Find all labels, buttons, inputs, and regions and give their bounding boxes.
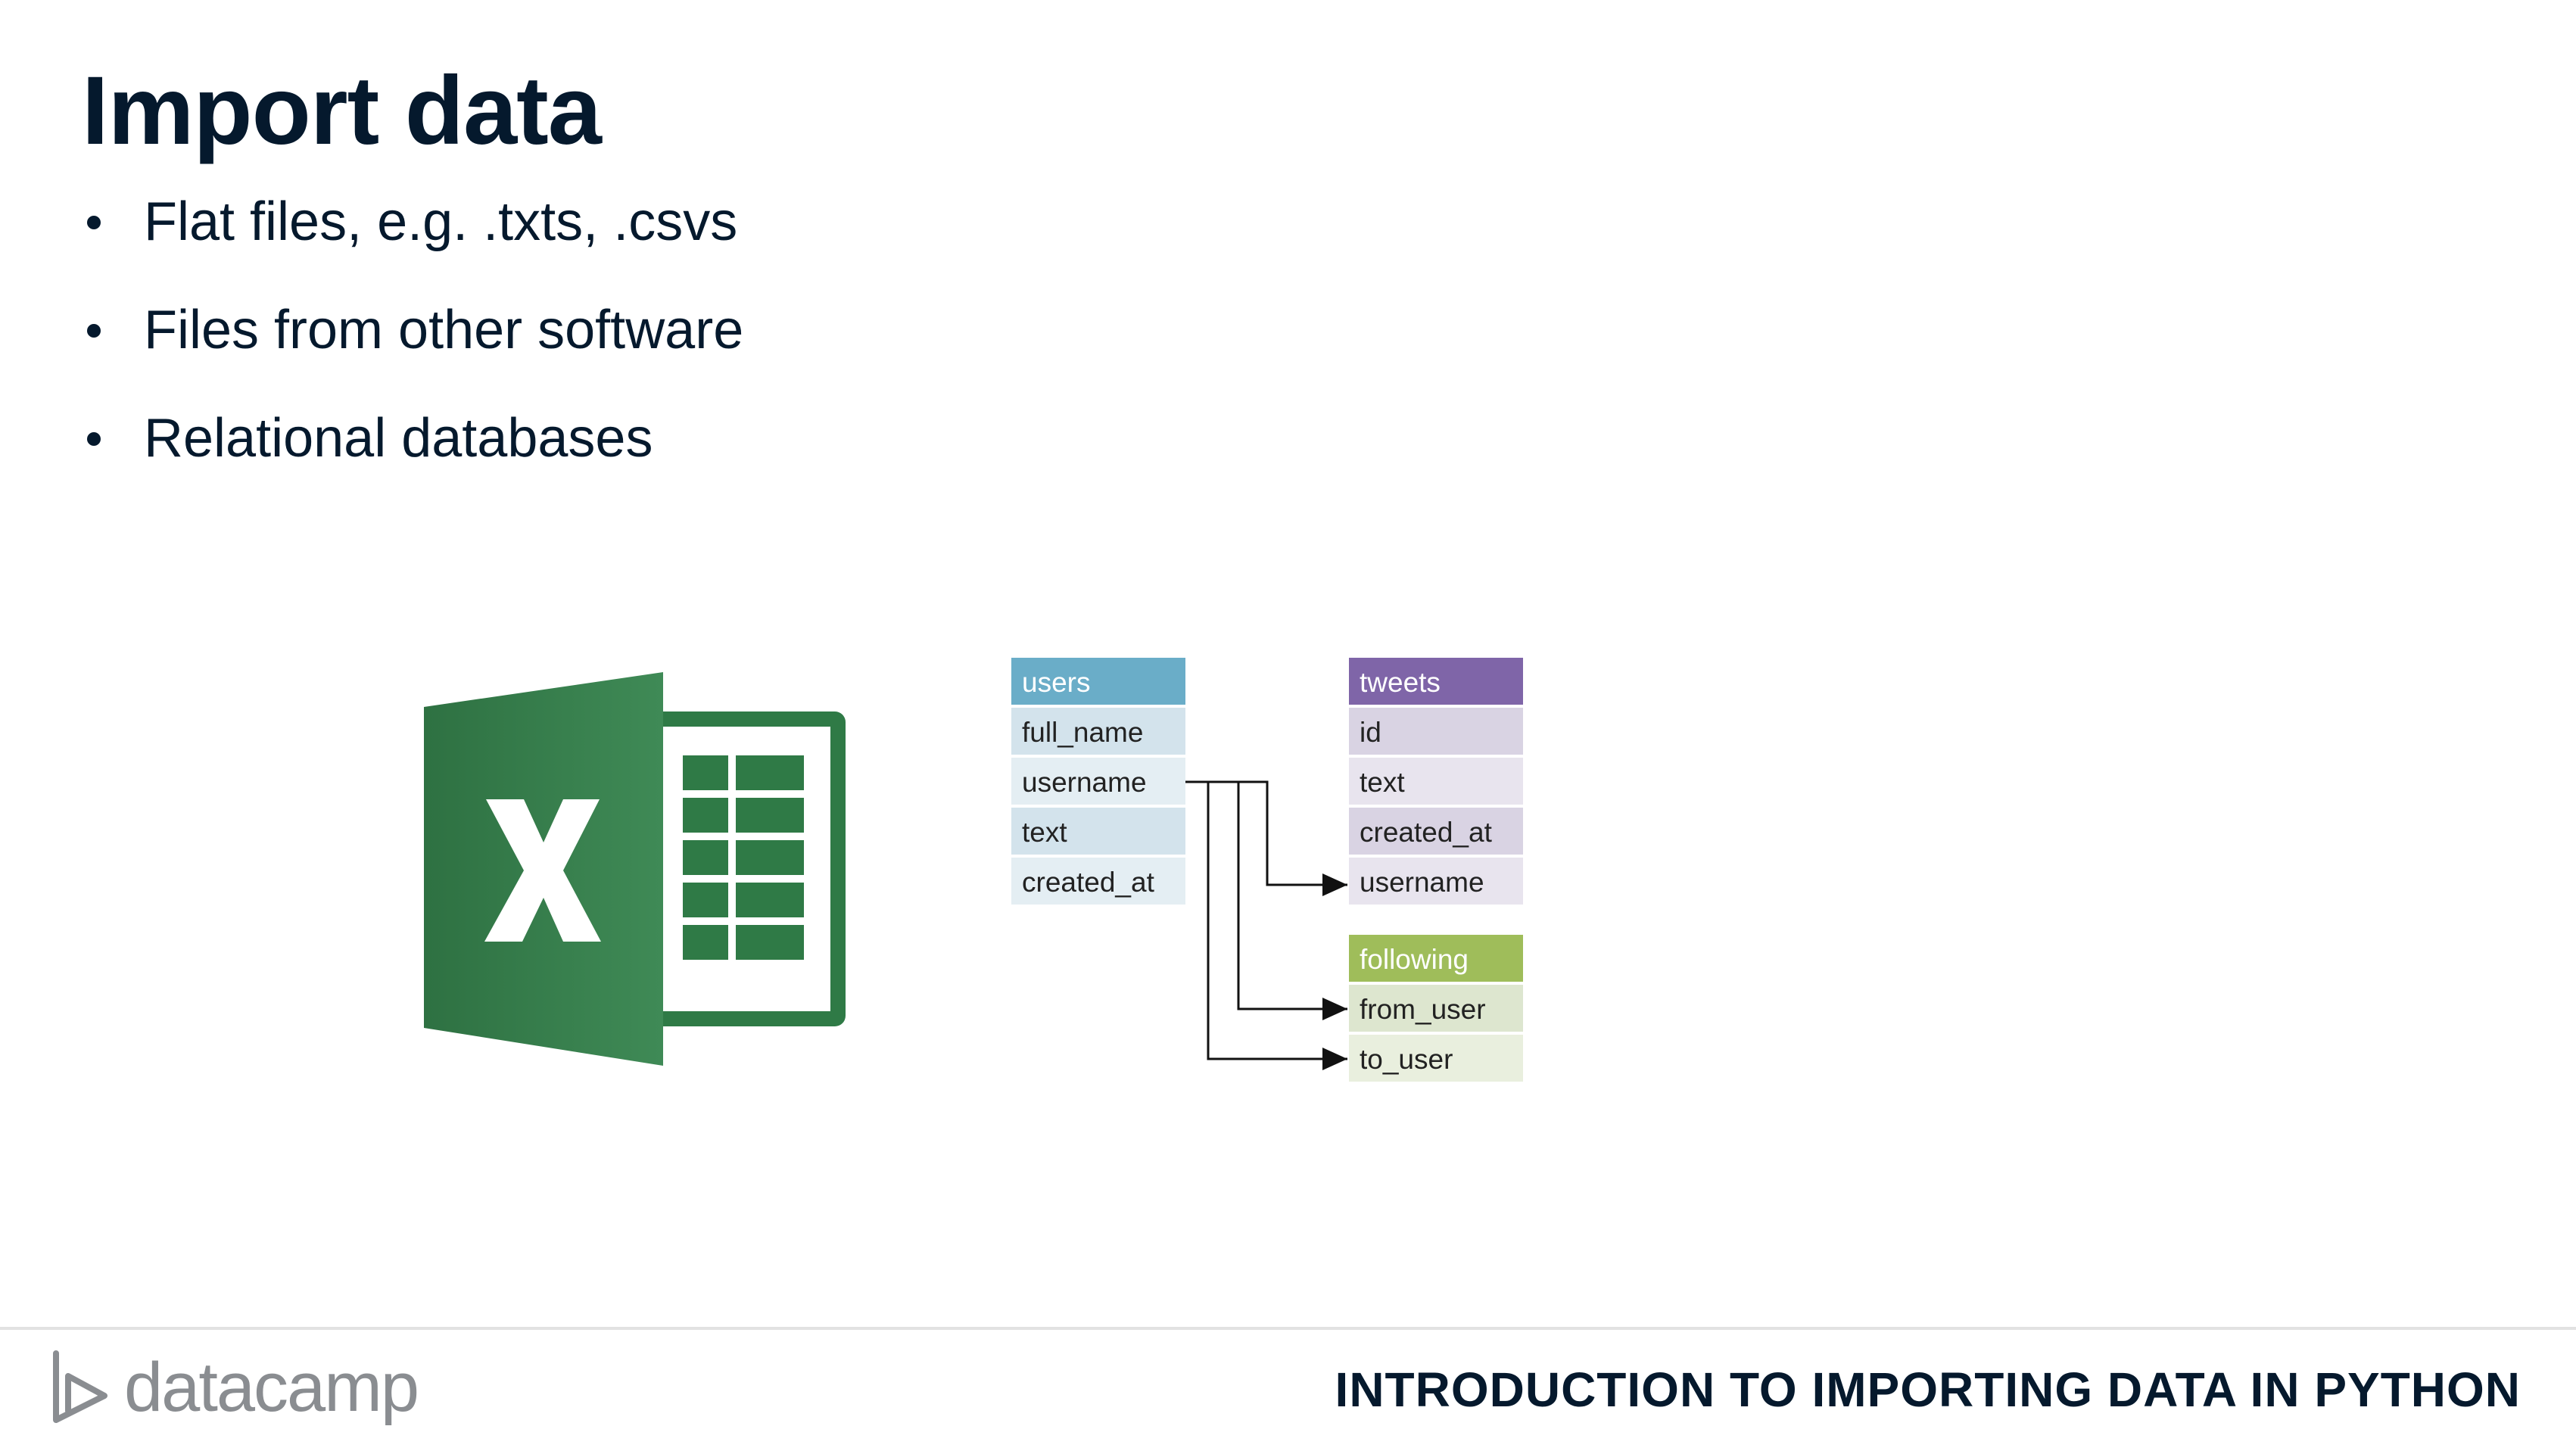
table-tweets: tweets id text created_at username	[1349, 658, 1523, 905]
field-text: text	[1360, 767, 1405, 798]
bullet-item: Relational databases	[82, 404, 743, 472]
excel-logo-icon	[424, 672, 846, 1066]
field-to-user: to_user	[1360, 1044, 1453, 1075]
relation-username-to-tweets	[1185, 780, 1347, 896]
brand-name: datacamp	[124, 1349, 419, 1426]
datacamp-brand: datacamp	[50, 1349, 419, 1428]
table-following: following from_user to_user	[1349, 935, 1523, 1082]
relation-username-to-to-user	[1207, 782, 1347, 1070]
field-full-name: full_name	[1022, 717, 1143, 748]
field-username: username	[1022, 767, 1147, 798]
course-title: INTRODUCTION TO IMPORTING DATA IN PYTHON	[1335, 1362, 2521, 1417]
bullet-text: Files from other software	[144, 300, 744, 360]
bullet-text: Relational databases	[144, 408, 653, 469]
table-header-tweets	[1349, 658, 1523, 705]
field-created-at: created_at	[1022, 867, 1155, 898]
slide-title: Import data	[82, 57, 602, 165]
bullet-dot-icon	[87, 324, 101, 338]
bullet-item: Flat files, e.g. .txts, .csvs	[82, 188, 743, 256]
relational-schema-diagram: users full_name username text created_at…	[1011, 658, 1523, 1082]
bullet-list: Flat files, e.g. .txts, .csvs Files from…	[82, 188, 743, 512]
relation-username-to-from-user	[1237, 782, 1347, 1020]
bullet-dot-icon	[87, 432, 101, 446]
bullet-dot-icon	[87, 216, 101, 229]
bullet-item: Files from other software	[82, 296, 743, 364]
datacamp-logo-icon	[53, 1350, 107, 1423]
field-id: id	[1360, 717, 1381, 748]
table-header-following	[1349, 935, 1523, 982]
relationship-lines	[1185, 780, 1347, 1070]
field-created-at: created_at	[1360, 817, 1493, 848]
table-title-tweets: tweets	[1360, 667, 1441, 698]
bullet-text: Flat files, e.g. .txts, .csvs	[144, 191, 738, 252]
field-username: username	[1360, 867, 1484, 898]
table-header-users	[1011, 658, 1185, 705]
field-from-user: from_user	[1360, 994, 1486, 1025]
field-text: text	[1022, 817, 1067, 848]
table-title-users: users	[1022, 667, 1090, 698]
footer-divider	[0, 1327, 2576, 1330]
table-users: users full_name username text created_at	[1011, 658, 1185, 905]
table-title-following: following	[1360, 944, 1469, 975]
